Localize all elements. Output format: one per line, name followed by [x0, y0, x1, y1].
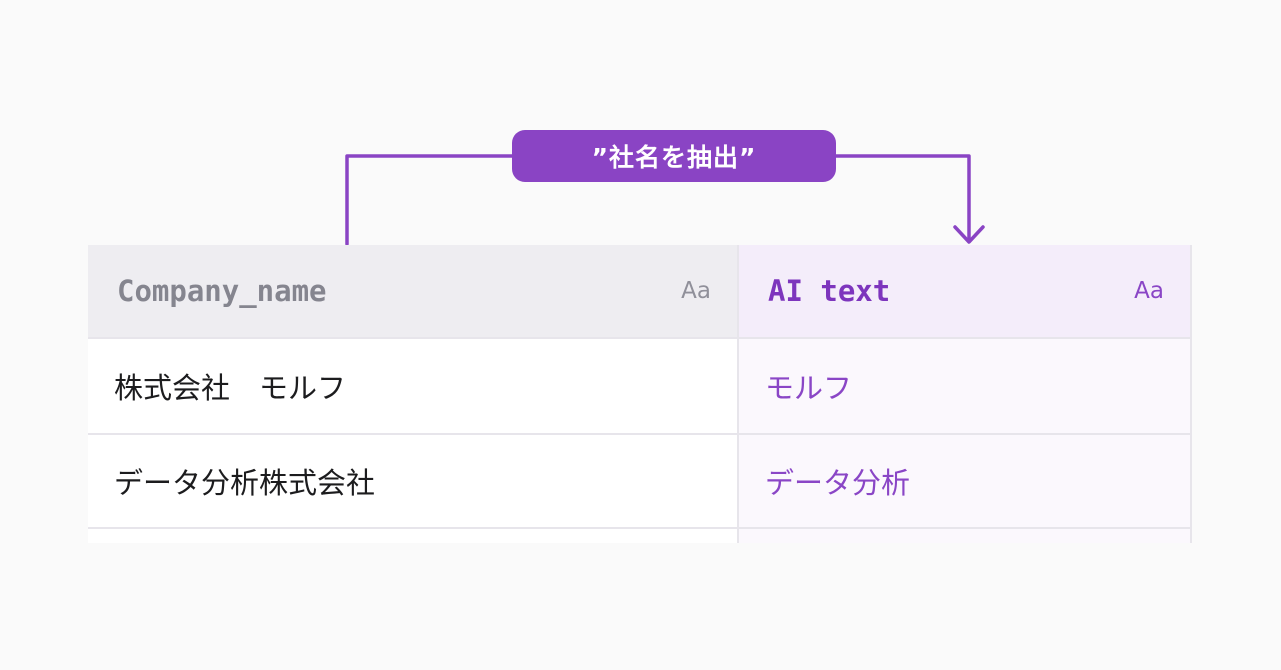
table-cell-company-name[interactable]: データ分析株式会社 — [88, 433, 737, 527]
table-cell-company-name[interactable]: 株式会社 モルフ — [88, 337, 737, 433]
column-header-ai-text[interactable]: AI text Aa — [737, 245, 1192, 337]
table-cell-ai-text[interactable]: モルフ — [737, 337, 1192, 433]
cell-text: 株式会社 モルフ — [114, 371, 347, 405]
table-cell-ai-text[interactable]: データ分析 — [737, 433, 1192, 527]
column-header-label: Company_name — [117, 274, 327, 308]
connector-line-left — [345, 154, 514, 246]
column-header-label: AI text — [768, 274, 891, 308]
table-cell-ai-text[interactable] — [737, 527, 1192, 543]
cell-text: データ分析株式会社 — [114, 466, 376, 500]
text-type-icon: Aa — [681, 278, 711, 304]
table-cell-company-name[interactable] — [88, 527, 737, 543]
column-header-company-name[interactable]: Company_name Aa — [88, 245, 737, 337]
arrow-down-icon — [953, 225, 985, 244]
connector-line-right — [834, 154, 971, 240]
text-type-icon: Aa — [1134, 278, 1164, 304]
cell-text: モルフ — [765, 371, 853, 405]
prompt-badge-label: ”社名を抽出” — [591, 143, 757, 172]
cell-text: データ分析 — [765, 466, 911, 500]
prompt-badge: ”社名を抽出” — [512, 130, 836, 182]
spreadsheet-table: Company_name Aa AI text Aa 株式会社 モルフ モルフ … — [88, 245, 1192, 543]
